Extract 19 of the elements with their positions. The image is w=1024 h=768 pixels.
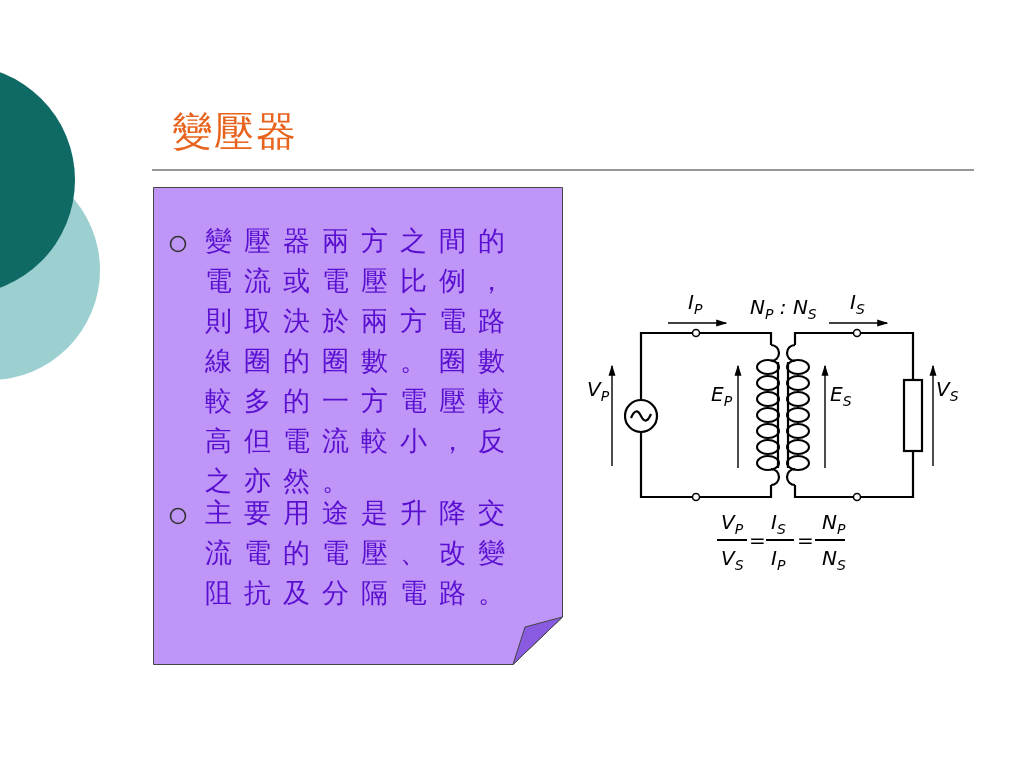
slide-title: 變壓器 xyxy=(172,107,298,156)
circuit-symbol-label: V$_{S}$ xyxy=(936,378,959,406)
note-card xyxy=(153,187,563,665)
circuit-symbol-label: E$_{S}$ xyxy=(830,383,852,411)
circuit-symbol-label: I$_{S}$ xyxy=(850,291,865,319)
circuit-symbol-label: E$_{P}$ xyxy=(711,383,733,411)
circuit-symbol-label: N$_{P}$ xyxy=(822,511,846,539)
bullet-text: 變壓器兩方之間的電流或電壓比例，則取決於兩方電路線圈的圈數。圈數較多的一方電壓較高但電流較小，反之亦然。 xyxy=(205,224,518,498)
equals-sign: = xyxy=(749,529,766,551)
equals-sign: = xyxy=(797,529,814,551)
bullet-text: 主要用途是升降交流電的電壓、改變阻抗及分隔電路。 xyxy=(205,496,518,610)
circuit-symbol-label: I$_{P}$ xyxy=(771,547,786,575)
circuit-symbol-label: V$_{P}$ xyxy=(721,511,744,539)
circuit-symbol-label: I$_{P}$ xyxy=(688,291,703,319)
circuit-symbol-label: I$_{S}$ xyxy=(771,511,786,539)
circuit-symbol-label: V$_{S}$ xyxy=(721,547,744,575)
circuit-symbol-label: N$_{S}$ xyxy=(822,547,846,575)
circuit-symbol-label: V$_{P}$ xyxy=(587,378,610,406)
circuit-symbol-label: N$_{P}$ : N$_{S}$ xyxy=(750,296,817,324)
